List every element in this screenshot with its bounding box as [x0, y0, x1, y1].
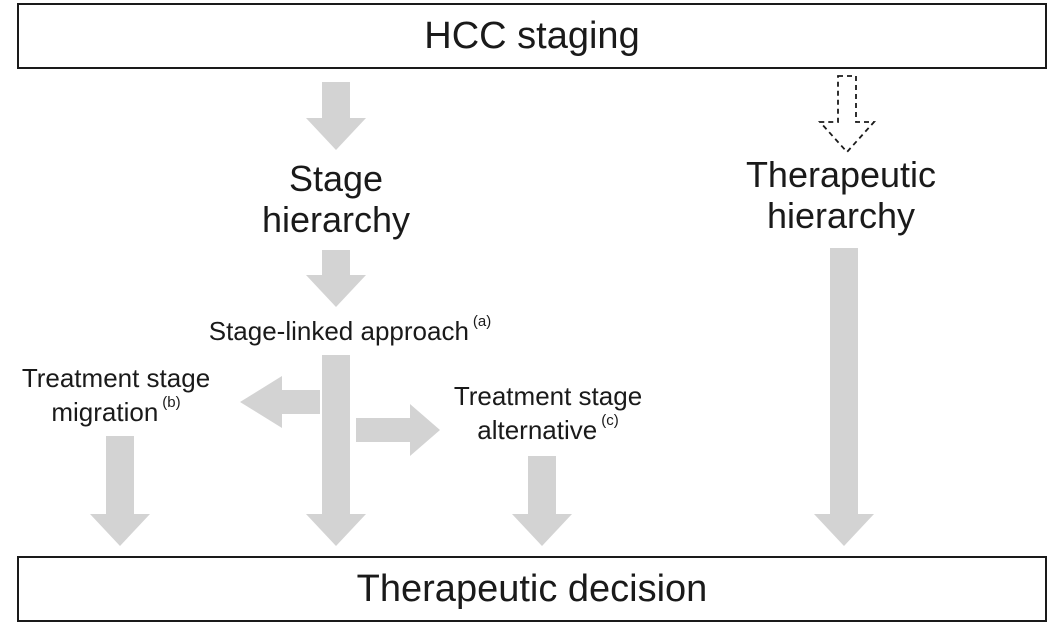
stage-linked-approach-label: Stage-linked approach(a)	[208, 313, 492, 346]
note-b: (b)	[162, 393, 181, 411]
therapeutic-decision-box: Therapeutic decision	[17, 556, 1047, 622]
arrow-therapeutic-to-decision	[814, 248, 874, 546]
arrow-alternative-to-decision	[512, 456, 572, 546]
dashed-arrow-staging-to-therapeutic	[817, 75, 877, 154]
note-c: (c)	[601, 411, 619, 429]
arrow-migration-to-decision	[90, 436, 150, 546]
arrow-to-alternative	[356, 404, 440, 456]
therapeutic-decision-label: Therapeutic decision	[356, 567, 708, 610]
note-a: (a)	[472, 313, 492, 330]
treatment-stage-alternative-label: Treatment stage alternative(c)	[453, 381, 643, 445]
arrow-to-migration	[240, 376, 320, 428]
arrow-staging-to-stage-hierarchy	[306, 82, 366, 150]
stage-hierarchy-label: Stage hierarchy	[261, 158, 411, 241]
arrow-stage-hierarchy-to-stage-linked	[306, 250, 366, 307]
hcc-staging-label: HCC staging	[424, 14, 640, 57]
arrow-stage-linked-to-decision	[306, 355, 366, 546]
therapeutic-hierarchy-label: Therapeutic hierarchy	[745, 154, 937, 237]
treatment-stage-migration-label: Treatment stage migration(b)	[21, 363, 211, 427]
hcc-staging-box: HCC staging	[17, 3, 1047, 69]
